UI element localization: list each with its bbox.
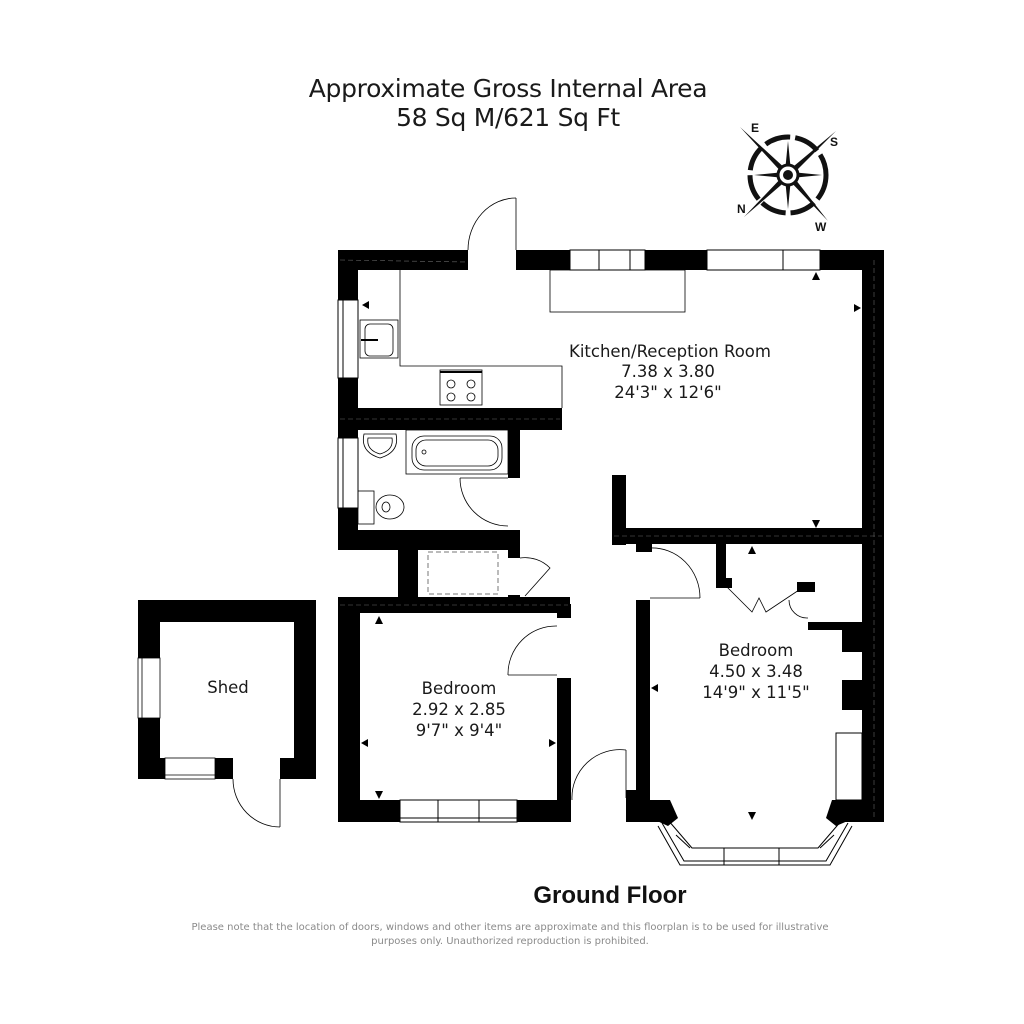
room-metric: 4.50 x 3.48 [709, 662, 803, 681]
disclaimer-line-1: Please note that the location of doors, … [191, 922, 829, 933]
windows [337, 249, 863, 823]
room-bedroom-small: Bedroom 2.92 x 2.85 9'7" x 9'4" [412, 679, 506, 740]
floor-label: Ground Floor [533, 882, 687, 909]
sink-icon [359, 319, 399, 359]
shed-windows [137, 657, 216, 780]
shed-door [232, 778, 281, 828]
disclaimer-line-2: purposes only. Unauthorized reproduction… [371, 936, 649, 947]
compass-rose-icon [740, 127, 836, 221]
room-imperial: 14'9" x 11'5" [702, 683, 810, 702]
room-imperial: 24'3" x 12'6" [614, 383, 722, 402]
basin-icon [362, 433, 398, 459]
bath-icon [405, 429, 509, 475]
room-bedroom-large: Bedroom 4.50 x 3.48 14'9" x 11'5" [702, 641, 810, 702]
shed-walls [138, 600, 316, 779]
kitchen-units [399, 269, 686, 408]
dimension-arrows [361, 272, 861, 820]
toilet-icon [357, 490, 405, 525]
room-kitchen-reception: Kitchen/Reception Room 7.38 x 3.80 24'3"… [569, 342, 771, 402]
compass-west-label: W [815, 220, 827, 234]
room-metric: 7.38 x 3.80 [621, 362, 715, 381]
room-imperial: 9'7" x 9'4" [416, 721, 503, 740]
disclaimer: Please note that the location of doors, … [160, 921, 860, 949]
walls [338, 250, 884, 822]
doors [459, 197, 809, 801]
room-name: Shed [207, 678, 249, 697]
compass-south-label: S [830, 135, 838, 149]
hob-icon [439, 369, 483, 406]
compass-north-label: N [737, 202, 746, 216]
cupboard-icon [427, 551, 499, 595]
area-title: Approximate Gross Internal Area [308, 74, 708, 103]
room-name: Bedroom [719, 641, 794, 660]
area-value: 58 Sq M/621 Sq Ft [396, 103, 620, 132]
room-name: Bedroom [422, 679, 497, 698]
room-shed: Shed [207, 678, 249, 697]
bay-window [657, 819, 853, 866]
room-name: Kitchen/Reception Room [569, 342, 771, 361]
compass-east-label: E [751, 121, 759, 135]
room-metric: 2.92 x 2.85 [412, 700, 506, 719]
